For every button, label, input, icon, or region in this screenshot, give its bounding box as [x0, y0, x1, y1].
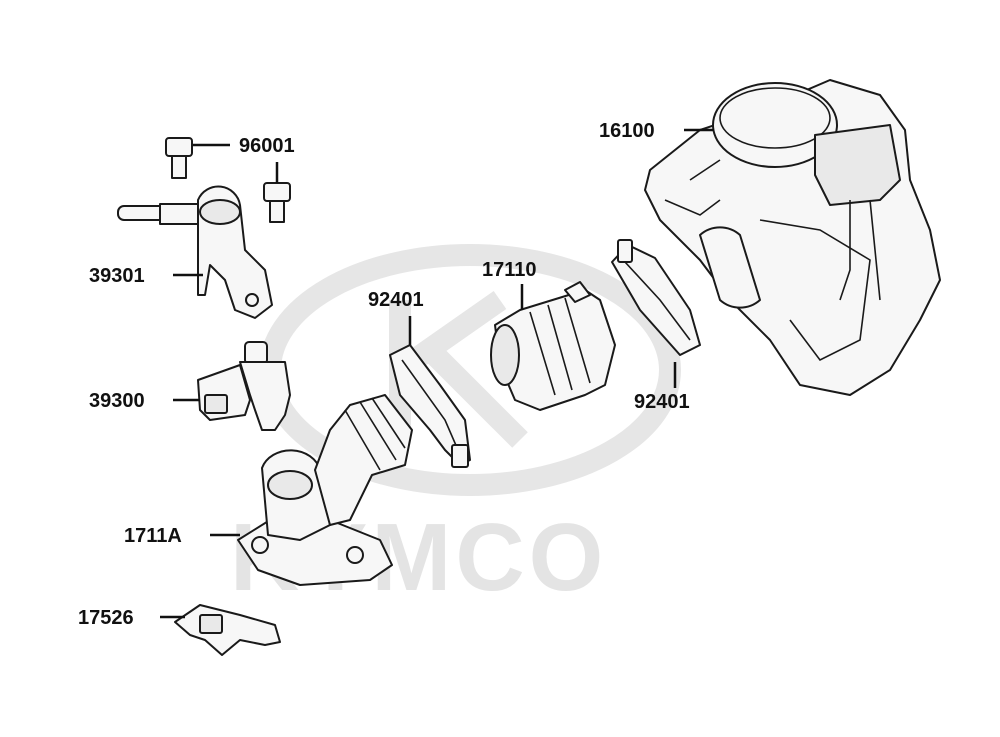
- bolt-lower[interactable]: [263, 182, 291, 223]
- callout-39300: 39300: [89, 390, 200, 412]
- clamp[interactable]: [174, 604, 281, 656]
- callout-92401-left: 92401: [368, 289, 424, 345]
- callout-96001: 96001: [193, 135, 295, 183]
- injector-cap[interactable]: [117, 185, 273, 319]
- bolt-upper[interactable]: [165, 137, 193, 179]
- callout-92401-right: 92401: [634, 362, 690, 413]
- callout-label: 92401: [368, 289, 424, 311]
- callout-17110: 17110: [482, 259, 537, 310]
- callout-label: 39300: [89, 390, 145, 412]
- throttle-body[interactable]: [644, 79, 941, 396]
- callout-label: 17110: [482, 259, 537, 281]
- callout-label: 17526: [78, 607, 134, 629]
- callout-16100: 16100: [599, 120, 714, 142]
- callout-label: 92401: [634, 391, 690, 413]
- callout-39301: 39301: [89, 265, 203, 287]
- callout-label: 16100: [599, 120, 655, 142]
- gasket-left[interactable]: [389, 344, 471, 468]
- callout-label: 1711A: [124, 525, 182, 547]
- gasket-right[interactable]: [611, 239, 701, 356]
- callout-label: 96001: [239, 135, 295, 157]
- intake-manifold[interactable]: [237, 394, 413, 586]
- callout-label: 39301: [89, 265, 145, 287]
- fuel-injector[interactable]: [197, 341, 291, 431]
- callout-1711A: 1711A: [124, 525, 240, 547]
- callout-17526: 17526: [78, 607, 185, 629]
- intake-joint[interactable]: [490, 281, 616, 411]
